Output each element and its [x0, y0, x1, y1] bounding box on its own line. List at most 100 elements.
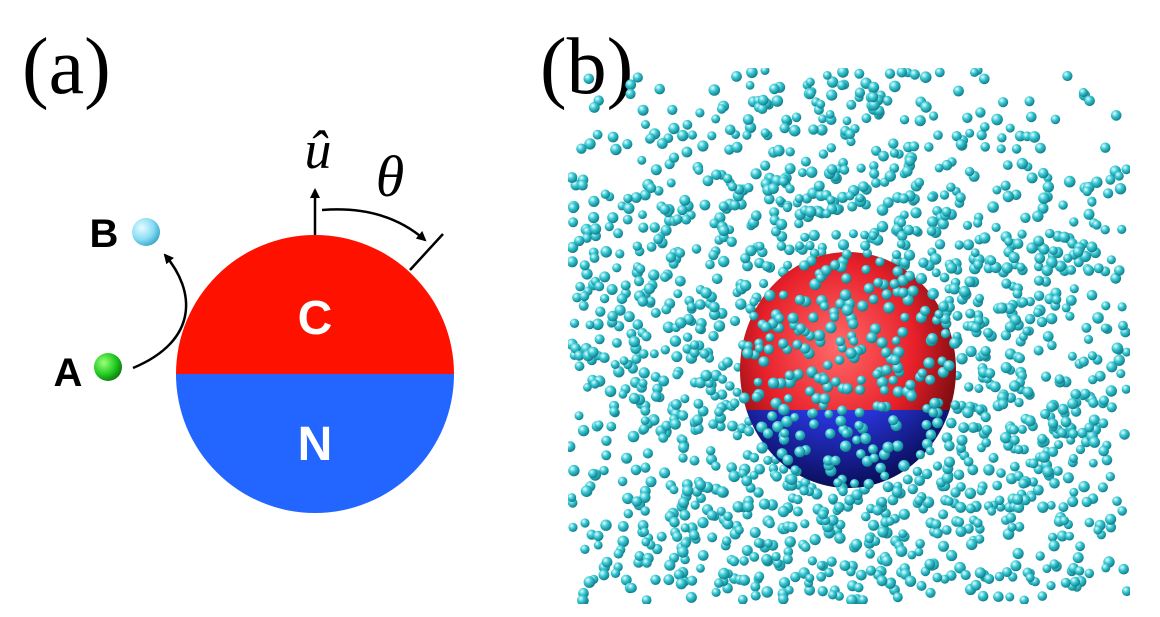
reaction-arrow [132, 253, 188, 370]
solvent-particle [963, 239, 974, 251]
solvent-particle [750, 590, 761, 601]
solvent-particle [778, 577, 791, 589]
solvent-particle [649, 222, 660, 233]
solvent-particle [776, 241, 787, 251]
solvent-particle [787, 312, 799, 324]
solvent-particle [915, 450, 926, 460]
solvent-particle [889, 80, 901, 93]
solvent-particle [919, 71, 932, 83]
solvent-particle [1035, 551, 1045, 561]
solvent-particle [784, 244, 795, 256]
solvent-particle [904, 575, 917, 587]
solvent-particle [932, 461, 943, 471]
solvent-particle [822, 71, 832, 80]
solvent-particle [826, 76, 839, 88]
solvent-particle [1014, 444, 1024, 455]
solvent-particle [745, 80, 755, 90]
solvent-particle [876, 376, 889, 388]
solvent-particle [895, 545, 908, 557]
solvent-particle [661, 304, 672, 315]
solvent-particle [800, 519, 810, 529]
solvent-particle [1101, 301, 1111, 311]
solvent-particle [955, 139, 967, 150]
solvent-particle [649, 415, 660, 426]
solvent-particle [839, 560, 851, 571]
solvent-particle [825, 321, 837, 334]
solvent-particle [579, 291, 590, 302]
solvent-particle [1007, 522, 1017, 532]
solvent-particle [1025, 296, 1035, 307]
solvent-particle [897, 327, 908, 338]
solvent-particle [977, 590, 989, 602]
solvent-particle [1105, 174, 1116, 185]
solvent-particle [726, 236, 737, 247]
solvent-particle [1008, 251, 1020, 264]
solvent-particle [955, 526, 967, 537]
solvent-particle [1091, 220, 1102, 230]
solvent-particle [956, 434, 968, 446]
solvent-particle [756, 442, 768, 454]
solvent-particle [941, 206, 952, 217]
solvent-particle [1063, 253, 1073, 263]
solvent-particle [648, 269, 660, 281]
panel-b-label: (b) [540, 23, 633, 111]
solvent-particle [981, 437, 991, 448]
solvent-particle [641, 595, 652, 604]
solvent-particle [1105, 513, 1117, 525]
solvent-particle [928, 407, 939, 418]
solvent-particle [1057, 428, 1068, 438]
solvent-particle [638, 349, 649, 359]
solvent-particle [907, 550, 917, 560]
solvent-particle [926, 226, 937, 237]
solvent-particle [1117, 302, 1127, 312]
solvent-particle [889, 279, 900, 289]
solvent-particle [883, 302, 895, 314]
solvent-particle [852, 435, 862, 445]
solvent-particle [1033, 235, 1044, 247]
solvent-particle [1111, 342, 1124, 354]
solvent-particle [1014, 353, 1025, 364]
solvent-particle [727, 420, 738, 432]
solvent-particle [1022, 326, 1032, 336]
solvent-particle [641, 120, 650, 129]
solvent-particle [722, 357, 733, 368]
solvent-particle [1002, 567, 1012, 578]
solvent-particle [855, 384, 866, 395]
solvent-particle [645, 133, 656, 144]
solvent-particle [1038, 451, 1051, 463]
solvent-particle [1054, 260, 1067, 272]
solvent-particle [934, 239, 946, 250]
solvent-particle [604, 385, 617, 398]
solvent-particle [1002, 190, 1014, 203]
orientation-label: û [305, 120, 332, 180]
solvent-particle [784, 163, 796, 175]
solvent-particle [742, 130, 752, 140]
solvent-particle [785, 147, 795, 157]
solvent-particle [1037, 501, 1049, 513]
solvent-particle [941, 159, 953, 171]
solvent-particle [938, 301, 949, 312]
solvent-particle [853, 582, 864, 593]
solvent-particle [788, 124, 801, 137]
solvent-particle [1048, 532, 1058, 542]
solvent-particle [925, 446, 935, 456]
solvent-particle [809, 534, 821, 546]
janus-top-label: C [298, 292, 333, 345]
solvent-particle [1005, 123, 1015, 133]
solvent-particle [677, 410, 689, 421]
solvent-particle [868, 444, 878, 455]
solvent-particle [808, 229, 820, 241]
solvent-particle [898, 508, 910, 520]
solvent-particle [589, 223, 602, 235]
solvent-particle [973, 218, 983, 228]
solvent-particle [1054, 374, 1065, 385]
solvent-particle [1113, 354, 1125, 366]
solvent-particle [677, 205, 688, 216]
solvent-particle [1056, 530, 1068, 542]
solvent-particle [613, 548, 624, 559]
solvent-particle [740, 253, 751, 264]
solvent-particle [966, 538, 978, 551]
solvent-particle [800, 477, 811, 488]
solvent-particle [695, 108, 705, 118]
solvent-particle [817, 586, 828, 597]
